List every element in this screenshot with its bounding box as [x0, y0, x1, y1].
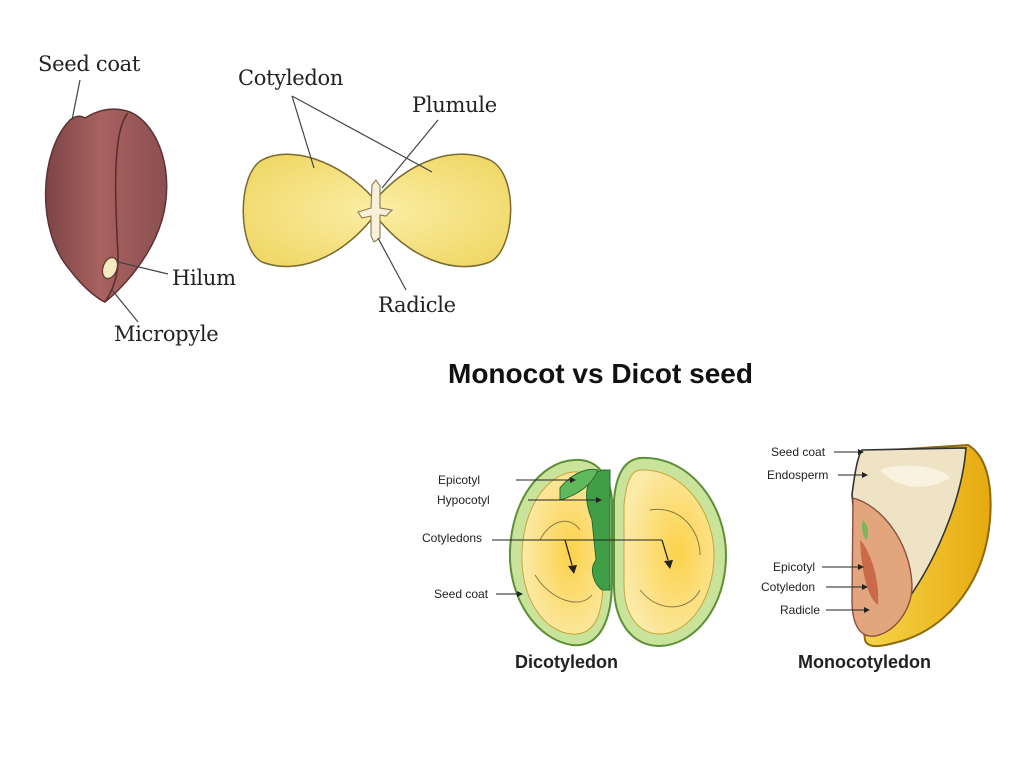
dicot-label-hypocotyl: Hypocotyl [437, 493, 490, 507]
comparison-title: Monocot vs Dicot seed [448, 358, 753, 389]
bean-seed-body [44, 108, 168, 303]
monocot-caption: Monocotyledon [798, 652, 931, 672]
hilum-mark [101, 256, 119, 280]
monocot-label-cotyledon: Cotyledon [761, 580, 816, 594]
label-seed-coat: Seed coat [38, 52, 141, 76]
label-micropyle: Micropyle [114, 322, 219, 346]
monocot-label-radicle: Radicle [780, 603, 821, 617]
monocot-label-endosperm: Endosperm [767, 468, 829, 482]
bean-seam [104, 112, 129, 303]
embryo-axis [357, 179, 394, 243]
dicot-label-epicotyl: Epicotyl [438, 473, 481, 487]
dicot-caption: Dicotyledon [515, 652, 619, 672]
monocot-label-seed-coat: Seed coat [771, 445, 826, 459]
label-hilum: Hilum [172, 266, 236, 290]
label-radicle: Radicle [378, 293, 456, 317]
label-plumule: Plumule [412, 93, 497, 117]
dicot-label-cotyledons: Cotyledons [422, 531, 483, 545]
monocot-label-epicotyl: Epicotyl [773, 560, 816, 574]
dicot-label-seed-coat: Seed coat [434, 587, 489, 601]
label-cotyledon: Cotyledon [238, 66, 344, 90]
